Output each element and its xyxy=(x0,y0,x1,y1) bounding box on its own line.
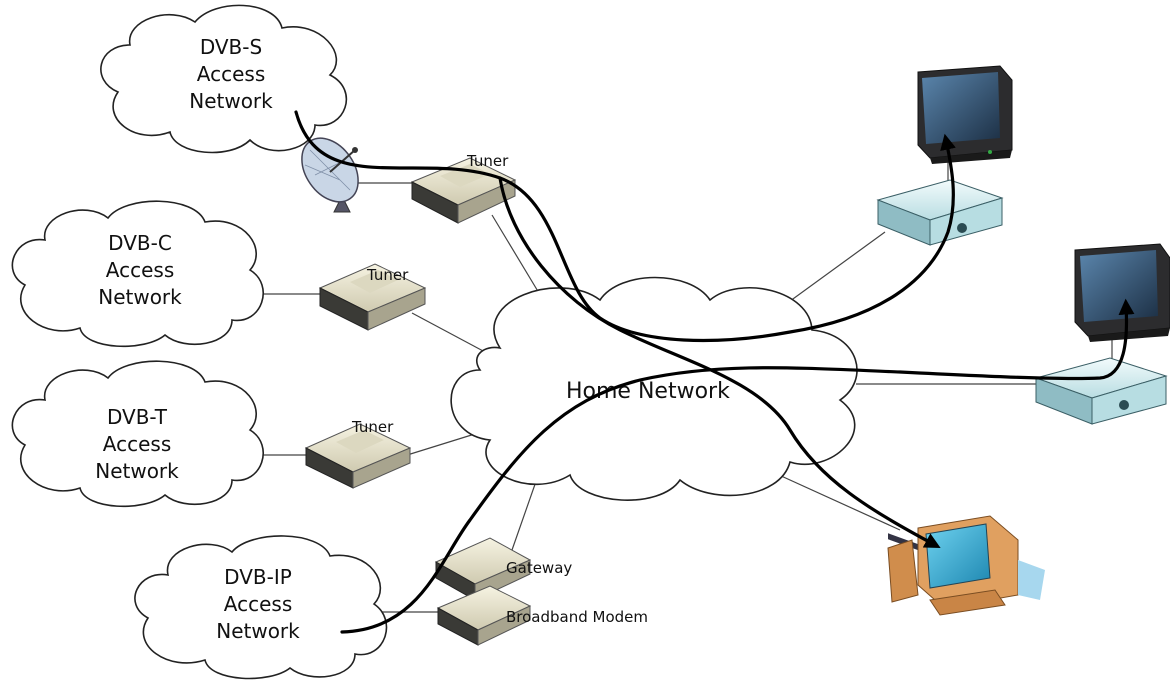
tuner-c-device: Tuner xyxy=(318,263,427,331)
dvb-t-title: DVB-T xyxy=(107,405,168,429)
tuner-s-device: Tuner xyxy=(410,152,517,224)
set-top-box-icon xyxy=(876,179,1004,551)
broadband-modem-device: Broadband Modem xyxy=(436,585,648,646)
home-network-label: Home Network xyxy=(566,379,730,404)
dvb-s-network: Network xyxy=(189,89,273,113)
dvb-t-cloud: DVB-T Access Network xyxy=(11,360,265,508)
flow-arrows xyxy=(294,110,1135,634)
dvb-t-access: Access xyxy=(103,432,171,456)
tuner-t-device: Tuner xyxy=(304,418,412,489)
gateway-label: Gateway xyxy=(506,559,572,577)
home-network-cloud: Home Network xyxy=(450,276,858,501)
tuner-s-label: Tuner xyxy=(466,152,509,170)
link-tuner-t-home xyxy=(403,432,479,457)
modem-label: Broadband Modem xyxy=(506,608,648,626)
dvb-c-network: Network xyxy=(98,285,182,309)
link-home-stb1 xyxy=(774,231,886,313)
dvb-s-title: DVB-S xyxy=(200,35,262,59)
dvb-ip-network: Network xyxy=(216,619,300,643)
dvb-c-access: Access xyxy=(106,258,174,282)
tuner-t-label: Tuner xyxy=(351,418,394,436)
dvb-s-cloud: DVB-S Access Network xyxy=(100,4,348,154)
dvb-ip-title: DVB-IP xyxy=(224,565,292,589)
dvb-ip-cloud: DVB-IP Access Network xyxy=(134,535,388,680)
flow-dvb-s-to-tv xyxy=(294,110,956,343)
dvb-ip-access: Access xyxy=(224,592,292,616)
set-top-box-icon xyxy=(1034,357,1168,425)
dvb-t-network: Network xyxy=(95,459,179,483)
link-tuner-c-home xyxy=(411,312,486,353)
television-icon xyxy=(1074,243,1170,342)
dvb-c-title: DVB-C xyxy=(108,231,172,255)
desktop-computer-icon xyxy=(887,515,1045,616)
gateway-device: Gateway xyxy=(434,537,572,601)
link-home-pc xyxy=(767,469,901,531)
dvb-c-cloud: DVB-C Access Network xyxy=(11,200,265,348)
flow-dvb-ip-to-tv xyxy=(340,298,1135,634)
television-icon xyxy=(917,65,1013,164)
dvb-s-access: Access xyxy=(197,62,265,86)
tuner-c-label: Tuner xyxy=(366,266,409,284)
